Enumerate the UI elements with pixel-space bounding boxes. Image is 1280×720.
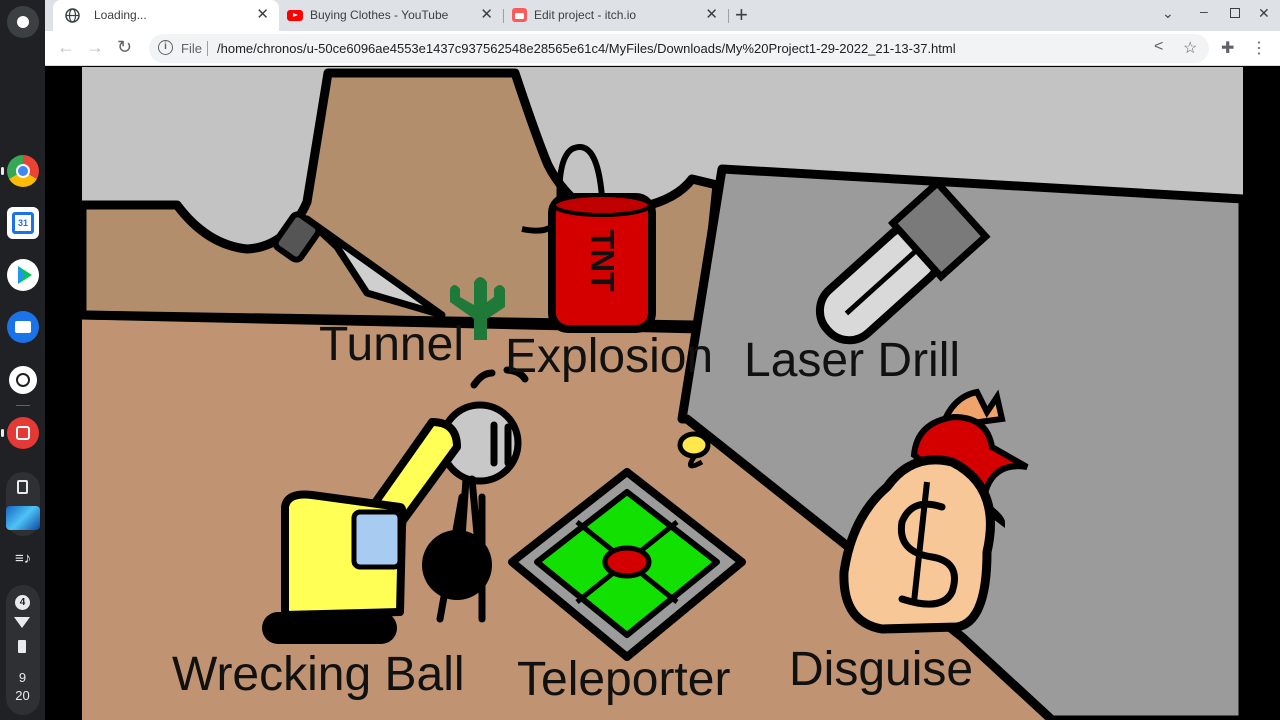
clock-minute: 20 — [15, 688, 30, 703]
laser-drill-icon — [815, 178, 991, 345]
share-icon[interactable]: < — [1154, 38, 1164, 55]
tnt-label: TNT — [584, 229, 621, 292]
launcher-button[interactable] — [7, 6, 39, 38]
soccer-ball-icon[interactable] — [7, 364, 39, 396]
clock-hour: 9 — [18, 670, 27, 685]
close-tab-icon[interactable]: ✕ — [256, 6, 269, 23]
address-bar[interactable]: i File /home/chronos/u-50ce6096ae4553e14… — [149, 34, 1209, 63]
tab-loading[interactable]: Loading... ✕ — [53, 0, 279, 31]
playlist-icon[interactable]: ≡♪ — [15, 550, 32, 567]
tab-title: Buying Clothes - YouTube — [310, 8, 449, 22]
restore-icon[interactable] — [1230, 8, 1240, 18]
forward-icon[interactable]: → — [86, 37, 104, 57]
wifi-icon — [14, 617, 30, 628]
game-canvas: TNT Tunnel Explosion Laser Drill Wreckin… — [82, 67, 1243, 720]
tab-separator — [503, 9, 504, 23]
option-tunnel[interactable]: Tunnel — [319, 318, 464, 371]
shelf-divider — [16, 405, 30, 406]
running-indicator — [1, 429, 4, 437]
bookmark-star-icon[interactable]: ☆ — [1183, 40, 1198, 57]
tab-strip: Loading... ✕ Buying Clothes - YouTube ✕ … — [45, 0, 1280, 31]
tunnel-drill-icon — [272, 211, 446, 319]
close-tab-icon[interactable]: ✕ — [480, 6, 493, 23]
game-scene — [82, 67, 1243, 720]
cactus-icon — [450, 277, 505, 340]
money-bag-icon — [839, 388, 1029, 634]
tab-search-icon[interactable]: ⌄ — [1162, 5, 1174, 21]
close-tab-icon[interactable]: ✕ — [705, 6, 718, 23]
messages-icon[interactable] — [7, 311, 39, 343]
wrecking-ball-icon — [422, 530, 492, 600]
option-disguise[interactable]: Disguise — [789, 643, 974, 696]
tab-itchio[interactable]: Edit project - itch.io ✕ — [503, 0, 728, 31]
teleporter-icon — [508, 431, 746, 661]
tnt-icon — [521, 144, 656, 333]
calendar-icon[interactable]: 31 — [7, 207, 39, 239]
play-store-icon[interactable] — [7, 259, 39, 291]
menu-icon[interactable]: ⋮ — [1251, 40, 1267, 57]
option-laser-drill[interactable]: Laser Drill — [744, 334, 961, 387]
game-app-icon[interactable] — [7, 417, 39, 449]
browser-toolbar: ← → ↻ i File /home/chronos/u-50ce6096ae4… — [45, 31, 1280, 66]
extensions-icon[interactable]: ✚ — [1221, 40, 1235, 57]
chip-separator — [207, 41, 208, 56]
tab-youtube[interactable]: Buying Clothes - YouTube ✕ — [279, 0, 503, 31]
chromeos-shelf: 31 ≡♪ 4 9 20 — [0, 0, 45, 720]
minimize-icon[interactable]: – — [1200, 3, 1208, 19]
crane-icon — [262, 418, 461, 644]
option-wrecking-ball[interactable]: Wrecking Ball — [172, 648, 465, 701]
url-text[interactable]: /home/chronos/u-50ce6096ae4553e1437c9375… — [217, 41, 956, 56]
reload-icon[interactable]: ↻ — [117, 37, 133, 57]
battery-icon — [18, 640, 26, 653]
tab-title: Loading... — [94, 8, 147, 22]
info-icon[interactable]: i — [158, 40, 173, 55]
option-teleporter[interactable]: Teleporter — [517, 653, 731, 706]
itchio-icon — [512, 8, 527, 22]
notification-count: 4 — [15, 595, 30, 610]
running-indicator — [1, 167, 4, 175]
close-window-icon[interactable]: ✕ — [1258, 5, 1270, 21]
download-thumbnail — [6, 506, 40, 530]
new-tab-button[interactable]: + — [735, 2, 748, 27]
chrome-icon[interactable] — [7, 155, 39, 187]
back-icon[interactable]: ← — [57, 37, 75, 57]
tab-title: Edit project - itch.io — [534, 8, 637, 22]
option-explosion[interactable]: Explosion — [505, 330, 714, 383]
file-icon — [17, 480, 28, 494]
scheme-chip: File — [181, 41, 202, 56]
globe-icon — [65, 8, 80, 23]
page-viewport: TNT Tunnel Explosion Laser Drill Wreckin… — [45, 67, 1280, 720]
tote-pill[interactable] — [6, 472, 40, 536]
tab-separator — [728, 9, 729, 23]
youtube-icon — [287, 10, 303, 21]
